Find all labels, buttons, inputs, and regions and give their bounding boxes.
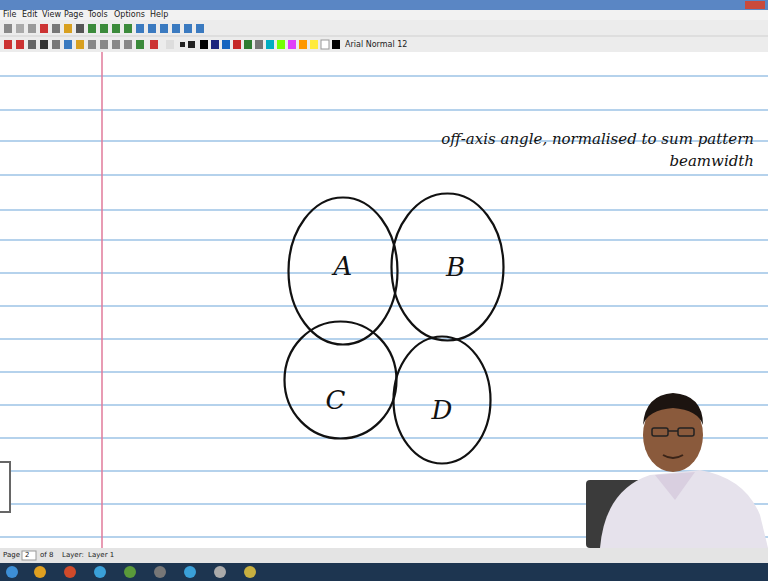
handwritten-note: off-axis angle, normalised to sum patter… xyxy=(384,128,754,172)
menu-item: View xyxy=(42,10,61,19)
menu-item: Page xyxy=(64,10,83,19)
circle-outline xyxy=(283,320,398,440)
status-text: Page xyxy=(3,551,20,559)
menu-item: File xyxy=(3,10,16,19)
circle-node: B xyxy=(390,192,505,342)
menu-item: Options xyxy=(114,10,145,19)
close-button xyxy=(745,1,765,9)
page-area xyxy=(0,52,768,548)
page-spinner xyxy=(22,551,36,560)
circle-node: C xyxy=(283,320,398,440)
toolbar-icons xyxy=(4,24,204,49)
menu-item: Edit xyxy=(22,10,38,19)
page-number: 2 xyxy=(25,551,29,559)
title-bar xyxy=(0,0,768,10)
node-letter: A xyxy=(334,251,353,281)
toolbar xyxy=(0,20,768,52)
font-selector: Arial Normal 12 xyxy=(345,40,407,49)
lecturer-video xyxy=(586,393,768,548)
circle-node: A xyxy=(287,196,399,346)
circle-node: D xyxy=(392,335,492,465)
status-text: Layer: xyxy=(62,551,84,559)
taskbar-icons xyxy=(6,566,256,578)
menu-item: Tools xyxy=(88,10,108,19)
layer-selector: Layer 1 xyxy=(88,551,114,559)
node-letter: D xyxy=(432,395,453,425)
toolbar-divider xyxy=(0,36,768,37)
menu-item: Help xyxy=(150,10,168,19)
margin-line xyxy=(101,52,103,548)
status-bar xyxy=(0,548,768,563)
status-text: of 8 xyxy=(40,551,53,559)
ruled-lines xyxy=(0,76,768,537)
side-tab xyxy=(0,462,10,512)
color-palette xyxy=(200,40,340,49)
taskbar xyxy=(0,563,768,581)
menu-bar xyxy=(0,10,768,20)
node-letter: B xyxy=(446,252,465,282)
node-letter: C xyxy=(326,385,346,415)
